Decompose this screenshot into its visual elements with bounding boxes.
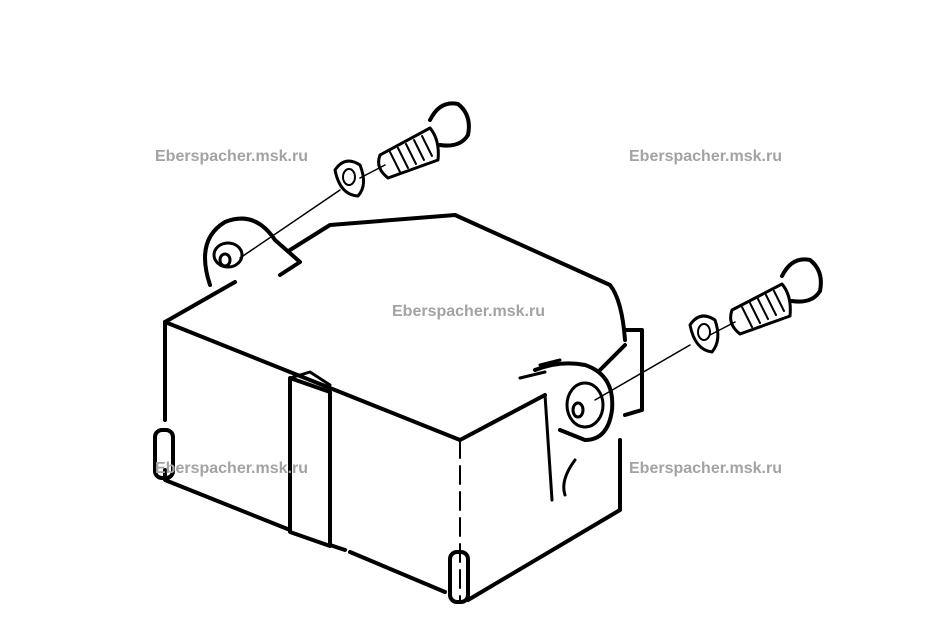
right-mounting-ear — [518, 358, 615, 442]
control-unit-box — [153, 213, 644, 604]
watermark: Eberspacher.msk.ru — [629, 148, 782, 165]
bolt-right — [729, 257, 823, 336]
bolt-left — [377, 101, 471, 180]
watermark: Eberspacher.msk.ru — [155, 460, 308, 477]
leader-line-right — [594, 321, 736, 401]
washer-right — [688, 314, 720, 354]
left-mounting-ear — [203, 216, 302, 287]
left-clip — [153, 428, 175, 480]
watermark: Eberspacher.msk.ru — [392, 303, 545, 320]
watermark: Eberspacher.msk.ru — [155, 148, 308, 165]
watermark: Eberspacher.msk.ru — [629, 460, 782, 477]
washer-left — [333, 159, 365, 198]
front-clip — [448, 550, 470, 604]
